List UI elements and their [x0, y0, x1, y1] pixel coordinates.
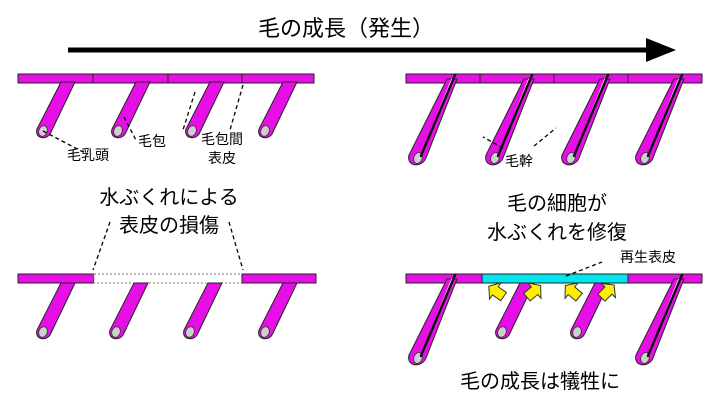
epidermis-layer	[241, 273, 317, 284]
caption-left-line1: 水ぶくれによる	[99, 185, 238, 209]
label-interfollicular-line2: 表皮	[208, 151, 236, 167]
hair-follicle	[36, 282, 76, 340]
epidermis-layer	[405, 273, 483, 284]
panel-bottom-left	[17, 273, 317, 340]
blister-leader-left	[92, 221, 111, 271]
regenerated-epidermis	[481, 273, 629, 284]
hair-follicle	[258, 282, 298, 340]
blister-leader-right	[228, 221, 244, 271]
label-hair-shaft: 毛幹	[505, 153, 533, 170]
epidermis-layer	[627, 273, 703, 284]
panel-top-right: 毛幹	[405, 73, 703, 170]
label-interfollicular-line1: 毛包間	[201, 132, 243, 148]
panel-top-left: 毛乳頭 毛包 毛包間 表皮	[17, 73, 315, 167]
hair-follicle-with-shaft	[407, 273, 459, 367]
hair-follicle-with-shaft	[634, 73, 686, 167]
epidermis-layer	[17, 273, 95, 284]
epidermis-layer	[17, 73, 315, 84]
caption-right-line1: 毛の細胞が	[507, 191, 607, 215]
hair-follicle-with-shaft	[407, 73, 459, 167]
title: 毛の成長（発生）	[258, 17, 434, 42]
hair-follicle	[36, 81, 76, 139]
label-dermal-papilla: 毛乳頭	[67, 148, 109, 164]
hair-follicle	[185, 81, 225, 139]
hair-follicle	[258, 81, 298, 139]
caption-right-line2: 水ぶくれを修復	[487, 220, 627, 244]
label-follicle: 毛包	[138, 134, 166, 150]
hair-follicle	[109, 282, 149, 340]
hair-follicle-with-shaft	[634, 273, 686, 367]
hair-follicle-with-shaft	[560, 73, 612, 167]
growth-arrow	[68, 38, 676, 62]
caption-left-line2: 表皮の損傷	[119, 213, 219, 237]
caption-bottom-right: 毛の成長は犠牲に	[460, 369, 620, 393]
hair-follicle-with-shaft	[484, 73, 536, 167]
panel-bottom-right: 再生表皮 毛の成長は犠牲に	[405, 250, 703, 393]
hair-follicle	[183, 282, 223, 340]
blister-damaged-epidermis	[93, 273, 243, 284]
label-regenerated-epidermis: 再生表皮	[620, 250, 676, 266]
